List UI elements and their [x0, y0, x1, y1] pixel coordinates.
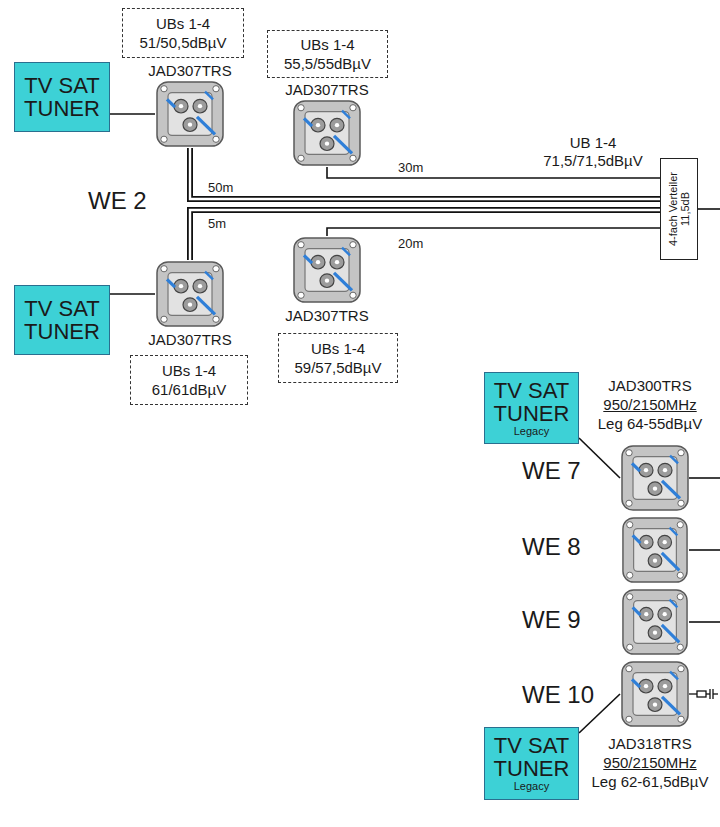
model-label: JAD307TRS — [272, 80, 382, 99]
coax-double-cable — [190, 210, 660, 260]
tuner-box: TV SAT TUNERLegacy — [484, 727, 579, 800]
cable-line — [110, 293, 155, 295]
level-text: 59/57,5dBµV — [294, 358, 381, 377]
unit-label: WE 7 — [522, 458, 581, 484]
splitter-label: 4-fach Verteiler 11,5dB — [661, 160, 697, 258]
model-label: 950/2150MHz — [582, 753, 718, 772]
socket-label: JAD307TRS — [272, 80, 382, 99]
unit-label: WE 8 — [522, 534, 581, 560]
model-label: JAD307TRS — [135, 330, 245, 349]
signal-level: UB 1-4 — [533, 134, 653, 151]
cable-line — [190, 210, 660, 260]
terminator-symbol — [689, 689, 718, 699]
socket-label: JAD300TRS950/2150MHzLeg 64-55dBµV — [582, 376, 718, 433]
model-label: Leg 64-55dBµV — [582, 414, 718, 433]
unit-label: WE 2 — [88, 188, 147, 214]
socket-outlet — [620, 444, 690, 512]
coax-cable — [110, 114, 155, 115]
socket-outlet — [155, 80, 225, 148]
level-text: 55,5/55dBµV — [284, 54, 371, 73]
model-label: JAD300TRS — [582, 376, 718, 395]
level-box: UBs 1-459/57,5dBµV — [278, 333, 398, 383]
socket-label: JAD307TRS — [135, 61, 245, 80]
model-label: JAD318TRS — [582, 734, 718, 753]
cable-length: 5m — [208, 216, 226, 231]
level-text: UBs 1-4 — [156, 14, 210, 33]
antenna-socket: JAD300TRS950/2150MHzLeg 64-55dBµV — [620, 444, 690, 512]
tuner-label: Legacy — [514, 780, 549, 793]
model-label: JAD307TRS — [272, 306, 382, 325]
socket-outlet — [292, 236, 362, 304]
cable-length: 50m — [208, 180, 233, 195]
coax-cable — [579, 438, 620, 478]
tuner-label: TV SAT TUNER — [18, 74, 106, 120]
signal-level: 71,5/71,5dBµV — [533, 152, 653, 169]
coax-cable — [327, 228, 660, 236]
cable-core — [190, 210, 660, 260]
splitter-box: 4-fach Verteiler 11,5dB — [660, 158, 698, 260]
tuner-box: TV SAT TUNER — [14, 285, 110, 355]
cable-line — [327, 228, 660, 236]
level-text: UBs 1-4 — [311, 339, 365, 358]
socket-outlet — [623, 518, 687, 654]
level-text: UBs 1-4 — [162, 361, 216, 380]
tuner-label: Legacy — [514, 425, 549, 438]
socket-label: JAD307TRS — [135, 330, 245, 349]
model-label: JAD307TRS — [135, 61, 245, 80]
cable-line — [579, 438, 620, 478]
socket-label: JAD318TRS950/2150MHzLeg 62-61,5dBµV — [582, 734, 718, 791]
antenna-socket: JAD307TRS — [292, 236, 362, 304]
coax-cable — [110, 294, 155, 295]
tuner-label: TV SAT TUNER — [18, 297, 106, 343]
cable-length: 20m — [398, 236, 423, 251]
level-text: 61/61dBµV — [152, 380, 227, 399]
tuner-box: TV SAT TUNER — [14, 62, 110, 132]
level-box: UBs 1-451/50,5dBµV — [122, 8, 244, 58]
coax-double-cable — [190, 148, 660, 199]
tuner-label: TV SAT TUNER — [488, 379, 576, 425]
cable-length: 30m — [398, 160, 423, 175]
antenna-socket: JAD307TRS — [292, 99, 362, 167]
model-label: Leg 62-61,5dBµV — [582, 772, 718, 791]
level-text: 51/50,5dBµV — [139, 33, 226, 52]
tuner-label: TV SAT TUNER — [488, 734, 576, 780]
unit-label: WE 10 — [522, 682, 594, 708]
level-box: UBs 1-461/61dBµV — [130, 355, 248, 405]
tuner-box: TV SAT TUNERLegacy — [484, 372, 579, 444]
cable-line — [110, 113, 155, 115]
unit-label: WE 9 — [522, 607, 581, 633]
antenna-socket: JAD307TRS — [155, 80, 225, 148]
socket-outlet — [155, 260, 225, 328]
level-text: UBs 1-4 — [300, 35, 354, 54]
cable-core — [190, 148, 660, 199]
antenna-socket: JAD307TRS — [155, 260, 225, 328]
model-label: 950/2150MHz — [582, 395, 718, 414]
cable-line — [190, 148, 660, 199]
level-box: UBs 1-455,5/55dBµV — [267, 30, 388, 78]
socket-outlet — [292, 99, 362, 167]
socket-label: JAD307TRS — [272, 306, 382, 325]
socket-outlet — [620, 660, 690, 728]
antenna-socket: JAD318TRS950/2150MHzLeg 62-61,5dBµV — [620, 660, 690, 728]
